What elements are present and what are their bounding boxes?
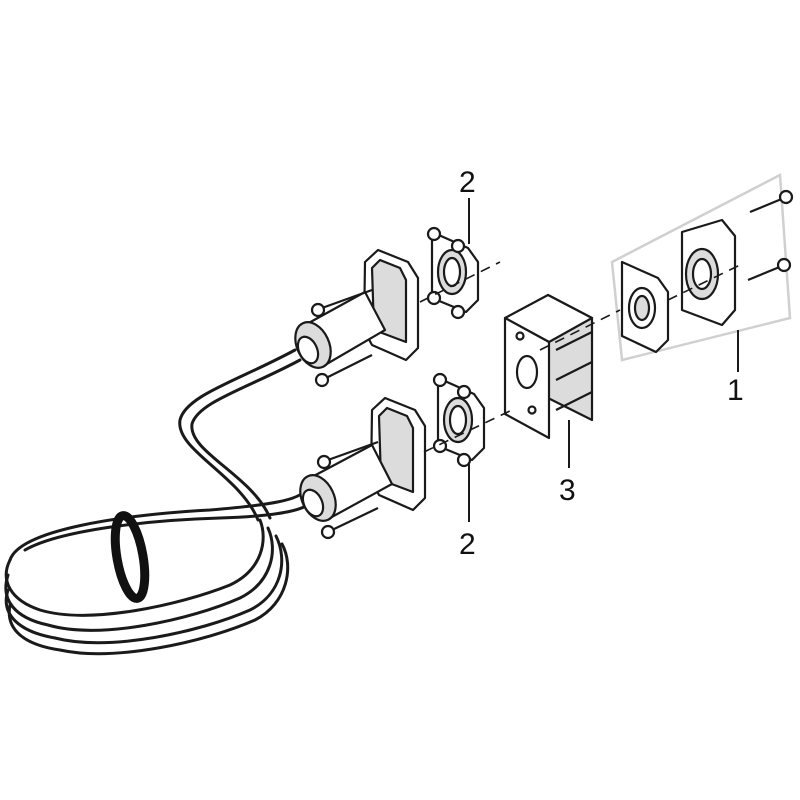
receptacle-kit — [620, 189, 794, 354]
receptacle-kit-box — [610, 173, 792, 362]
cable-coil — [4, 348, 317, 656]
leader-lines — [468, 198, 739, 522]
callout-3: 3 — [559, 474, 576, 507]
alignment-lines — [419, 261, 741, 453]
top-plug-assembly — [294, 248, 420, 388]
callout-1: 1 — [727, 374, 744, 407]
cable-tie-band — [110, 511, 150, 603]
callout-2-top: 2 — [459, 166, 476, 199]
callout-2-bottom: 2 — [459, 528, 476, 561]
coupler-block — [503, 293, 594, 440]
top-connector-insert — [426, 226, 480, 320]
bottom-plug-assembly — [299, 396, 427, 540]
bottom-connector-insert — [432, 372, 486, 468]
